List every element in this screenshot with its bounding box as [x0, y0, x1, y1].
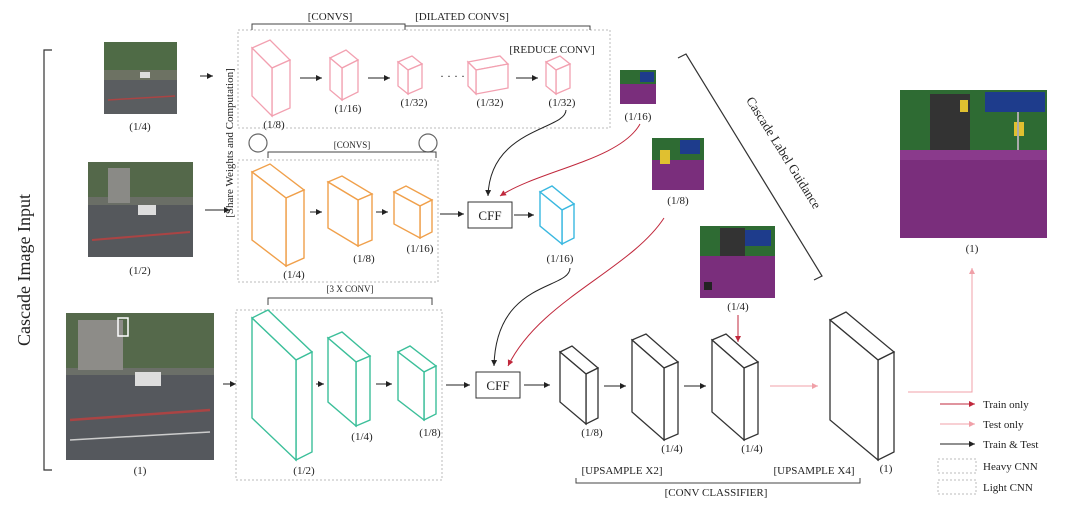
arrow-seg16-to-cff: [499, 123, 641, 197]
legend-light-cnn: Light CNN: [983, 482, 1033, 494]
top-label-3: (1/32): [401, 97, 428, 109]
top-label-1: (1/8): [263, 119, 285, 131]
guidance-bracket: [677, 53, 823, 281]
seg-label-8: (1/8): [667, 195, 689, 207]
input-image-full: [66, 313, 214, 460]
mid-block-1: [250, 163, 306, 268]
seg-map-8: [652, 138, 704, 190]
seg-label-full: (1): [966, 243, 979, 255]
cff-out-label: (1/16): [547, 253, 574, 265]
top-block-3: [396, 55, 424, 96]
ellipsis-dots: · · · ·: [440, 69, 465, 83]
top-block-1: [250, 39, 292, 118]
top-label-5: (1/32): [549, 97, 576, 109]
low-label-1: (1/2): [293, 465, 315, 477]
decoder-label-2: (1/4): [661, 443, 683, 455]
low-block-3: [396, 345, 438, 422]
mid-block-3: [392, 185, 434, 240]
cff-label-upper: CFF: [478, 208, 501, 223]
decoder-label-3: (1/4): [741, 443, 763, 455]
decoder-label-4: (1): [880, 463, 893, 475]
top-label-4: (1/32): [477, 97, 504, 109]
conv-classifier-label: [CONV CLASSIFIER]: [665, 487, 768, 499]
decoder-block-4: [828, 311, 896, 462]
legend-train-only: Train only: [983, 399, 1029, 411]
legend-train-test: Train & Test: [983, 439, 1038, 451]
low-block-2: [326, 331, 372, 428]
bracket-dilated: [404, 25, 591, 30]
seg-map-16: [620, 70, 656, 104]
legend: Train only Test only Train & Test Heavy …: [937, 399, 1038, 495]
upsample-x2-label: [UPSAMPLE X2]: [582, 465, 663, 477]
decoder-block-3: [710, 333, 760, 442]
seg-map-4: [700, 226, 775, 298]
seg-map-full: [900, 90, 1047, 238]
share-icon-left: [248, 133, 268, 153]
input-label-half: (1/2): [129, 265, 151, 277]
cff-label-lower: CFF: [486, 378, 509, 393]
cff-box-upper: [467, 201, 513, 229]
bracket-3xconv-label: [3 X CONV]: [327, 284, 374, 294]
top-block-5: [544, 55, 572, 96]
input-label-quarter: (1/4): [129, 121, 151, 133]
mid-label-3: (1/16): [407, 243, 434, 255]
bracket-3xconv: [267, 297, 433, 305]
bracket-mid-convs: [267, 151, 437, 158]
arrow-seg8-to-cff: [507, 217, 665, 367]
top-label-2: (1/16): [335, 103, 362, 115]
legend-heavy-cnn: Heavy CNN: [983, 461, 1038, 473]
input-label-full: (1): [134, 465, 147, 477]
decoder-block-1: [558, 345, 600, 426]
share-icon-right: [418, 133, 438, 153]
seg-label-16: (1/16): [625, 111, 652, 123]
seg-label-4: (1/4): [727, 301, 749, 313]
mid-label-1: (1/4): [283, 269, 305, 281]
input-image-half: [88, 162, 193, 257]
legend-test-only: Test only: [983, 419, 1024, 431]
guidance-label: Cascade Label Guidance: [743, 94, 824, 212]
bracket-convs-label: [CONVS]: [308, 11, 353, 23]
input-image-quarter: [104, 42, 177, 114]
top-block-2: [328, 49, 360, 102]
bracket-conv-classifier: [575, 478, 861, 484]
cff-box-lower: [475, 371, 521, 399]
mid-block-2: [326, 175, 374, 248]
arrow-cffout-to-cff: [491, 267, 571, 367]
bracket-convs: [251, 23, 406, 30]
arrow-to-output: [908, 268, 975, 393]
arrow-top-to-cff: [485, 109, 567, 197]
mid-label-2: (1/8): [353, 253, 375, 265]
share-weights-label: [Share Weights and Computation]: [224, 68, 236, 218]
input-bracket: [43, 49, 52, 471]
bracket-reduce-label: [REDUCE CONV]: [509, 44, 594, 56]
low-block-1: [250, 309, 314, 462]
decoder-label-1: (1/8): [581, 427, 603, 439]
low-label-2: (1/4): [351, 431, 373, 443]
cff-out-block: [538, 185, 576, 246]
upsample-x4-label: [UPSAMPLE X4]: [774, 465, 855, 477]
light-cnn-box-mid: [237, 159, 439, 283]
low-label-3: (1/8): [419, 427, 441, 439]
top-block-4: [466, 55, 510, 96]
light-cnn-box-top: [237, 29, 611, 129]
diagram-title: Cascade Image Input: [14, 194, 34, 346]
bracket-mid-convs-label: [CONVS]: [334, 140, 371, 150]
decoder-block-2: [630, 333, 680, 442]
bracket-dilated-label: [DILATED CONVS]: [415, 11, 509, 23]
